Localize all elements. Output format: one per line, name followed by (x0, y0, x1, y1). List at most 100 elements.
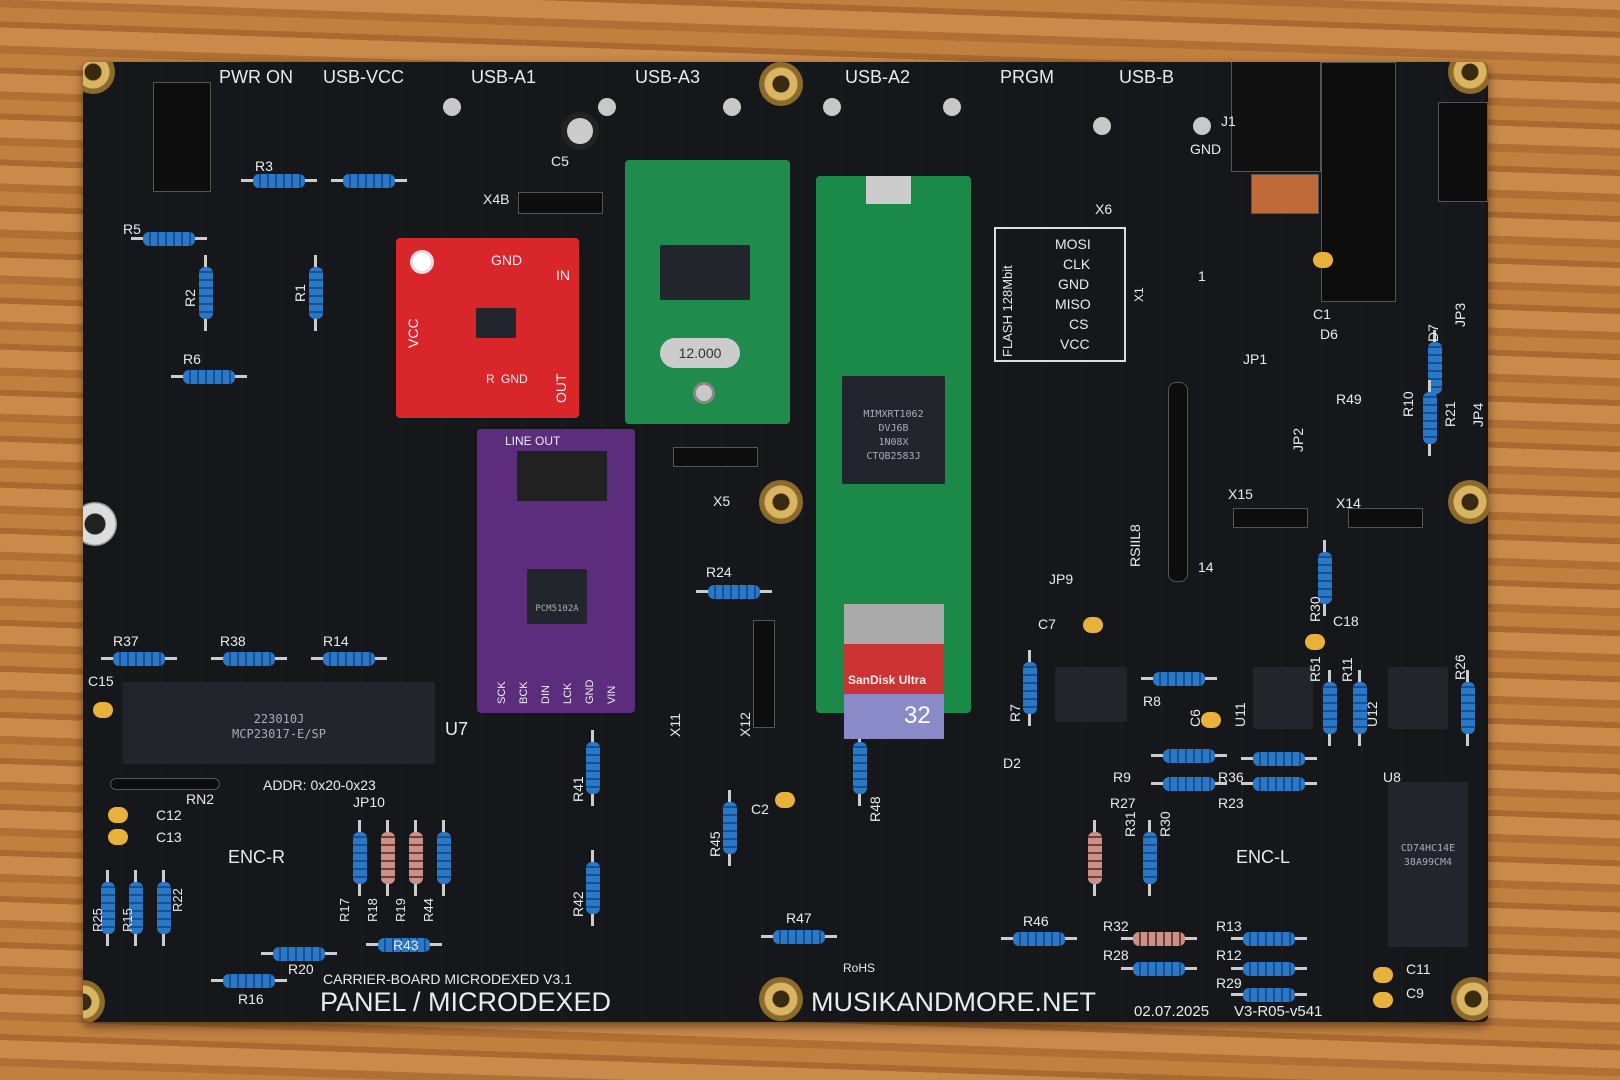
flash-pin-miso: MISO (1055, 296, 1091, 312)
chip (660, 245, 750, 300)
label-r27: R27 (1110, 795, 1136, 811)
label-x12: X12 (737, 712, 753, 737)
resistor (199, 255, 213, 331)
sd-capacity: 32 (904, 702, 931, 729)
label-r24: R24 (706, 564, 732, 580)
pin-header-x4b (518, 192, 603, 214)
resistor (1151, 749, 1227, 763)
pin-header-x15 (1233, 508, 1308, 528)
label-rn2: RN2 (186, 791, 215, 807)
label-r20: R20 (288, 961, 314, 977)
label-r30: R30 (1157, 811, 1173, 837)
resistor (1023, 650, 1037, 726)
label-x6: X6 (1095, 201, 1113, 217)
mounting-standoff (1451, 977, 1488, 1021)
label-r49: R49 (1336, 391, 1362, 407)
resistor (761, 930, 837, 944)
label-r19: R19 (393, 898, 408, 922)
label-r23: R23 (1218, 795, 1244, 811)
resistor (331, 174, 407, 188)
rsiil8-connector (1168, 382, 1188, 582)
label-r8: R8 (1143, 693, 1161, 709)
micro-usb-port (866, 176, 911, 204)
capacitor (1373, 967, 1393, 983)
resistor (131, 232, 207, 246)
label-pin-14: 14 (1198, 559, 1214, 575)
label-r12: R12 (1216, 947, 1242, 963)
capacitor (108, 807, 128, 823)
label-r21: R21 (1442, 401, 1458, 427)
label-d6: D6 (1320, 326, 1338, 342)
flash-pin-cs: CS (1069, 316, 1089, 332)
microsd-card[interactable]: SanDisk Ultra 32 (844, 604, 944, 739)
red-in-label: IN (556, 267, 570, 283)
label-usb-vcc: USB-VCC (323, 67, 405, 87)
resistor (1461, 670, 1475, 746)
mounting-standoff (83, 980, 105, 1022)
resistor (366, 938, 442, 952)
label-r48: R48 (867, 796, 883, 822)
label-r3: R3 (255, 158, 273, 174)
label-r14: R14 (323, 633, 349, 649)
red-out-label: OUT (553, 373, 569, 403)
label-x11: X11 (667, 713, 683, 737)
resistor (311, 652, 387, 666)
resistor (157, 870, 171, 946)
led (598, 98, 616, 116)
mounting-standoff (759, 62, 803, 106)
label-r31: R31 (1122, 811, 1138, 837)
board-title: PANEL / MICRODEXED (320, 987, 612, 1017)
label-r13: R13 (1216, 918, 1242, 934)
pcm5102a-chip: PCM5102A (527, 569, 587, 624)
pin-vin: VIN (606, 685, 618, 704)
led (443, 98, 461, 116)
led (823, 98, 841, 116)
label-r25: R25 (90, 908, 105, 932)
pin-din: DIN (540, 685, 552, 704)
label-r22: R22 (170, 888, 185, 912)
label-u12: U12 (1364, 701, 1380, 727)
resistor (1423, 380, 1437, 456)
resistor (1353, 670, 1367, 746)
label-r44: R44 (421, 898, 436, 922)
capacitor (1313, 252, 1333, 268)
resistor (1121, 932, 1197, 946)
resistor (586, 730, 600, 806)
website-label: MUSIKANDMORE.NET (811, 987, 1097, 1017)
audio-jack (517, 451, 607, 501)
resistor (696, 585, 772, 599)
label-r26: R26 (1452, 654, 1468, 680)
label-r47: R47 (786, 910, 812, 926)
resistor (723, 790, 737, 866)
resistor (1241, 777, 1317, 791)
label-c2: C2 (751, 801, 769, 817)
chip-line: MIMXRT1062 (863, 409, 924, 420)
label-jp3: JP3 (1452, 302, 1468, 327)
op-amp-ic-u11 (1253, 667, 1313, 729)
resistor (1231, 962, 1307, 976)
pin-header-x5 (673, 447, 758, 467)
resistor (353, 820, 367, 896)
label-x5: X5 (713, 493, 731, 509)
label-enc-r: ENC-R (228, 847, 285, 867)
chip-line: 223010J (253, 712, 305, 726)
label-u11: U11 (1232, 702, 1248, 727)
label-c12: C12 (156, 807, 182, 823)
resistor (101, 652, 177, 666)
pin-sck: SCK (496, 681, 508, 704)
resistor (309, 255, 323, 331)
label-jp2: JP2 (1290, 427, 1306, 452)
capacitor (1305, 634, 1325, 650)
version-label: V3-R05-v541 (1234, 1003, 1323, 1020)
label-c15: C15 (88, 673, 114, 689)
flash-pin-clk: CLK (1063, 256, 1091, 272)
resistor (586, 850, 600, 926)
label-r16: R16 (238, 991, 264, 1007)
pin-lck: LCK (562, 682, 574, 704)
label-r11: R11 (1339, 657, 1355, 682)
mounting-standoff (759, 480, 803, 524)
led (723, 98, 741, 116)
resistor (1001, 932, 1077, 946)
label-r2: R2 (182, 289, 198, 307)
label-r6: R6 (183, 351, 201, 367)
